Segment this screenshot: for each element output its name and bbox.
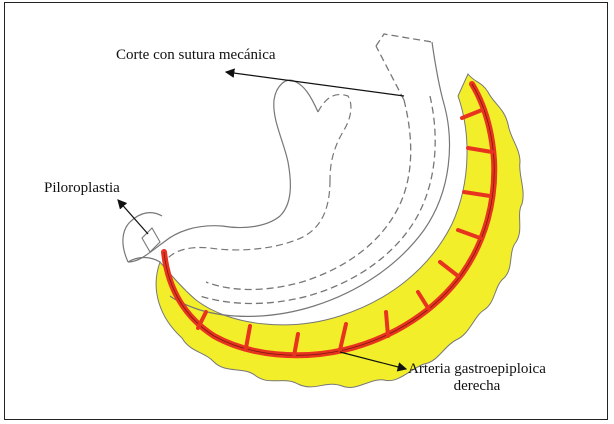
label-artery: Arteria gastroepiploica derecha: [408, 361, 546, 395]
stomach-body: [186, 42, 445, 308]
label-cut: Corte con sutura mecánica: [116, 47, 276, 64]
label-artery-line1: Arteria gastroepiploica: [408, 361, 546, 378]
label-pyloroplasty: Piloroplastia: [44, 180, 120, 197]
pyloroplasty-site: [142, 228, 160, 252]
omental-fat: [156, 74, 523, 388]
removed-stomach-outline: [128, 80, 318, 262]
arrow-pyloroplasty: [118, 200, 148, 234]
removed-cut-edge: [318, 95, 351, 180]
arrow-cut: [226, 72, 404, 96]
label-artery-line2: derecha: [408, 378, 546, 395]
